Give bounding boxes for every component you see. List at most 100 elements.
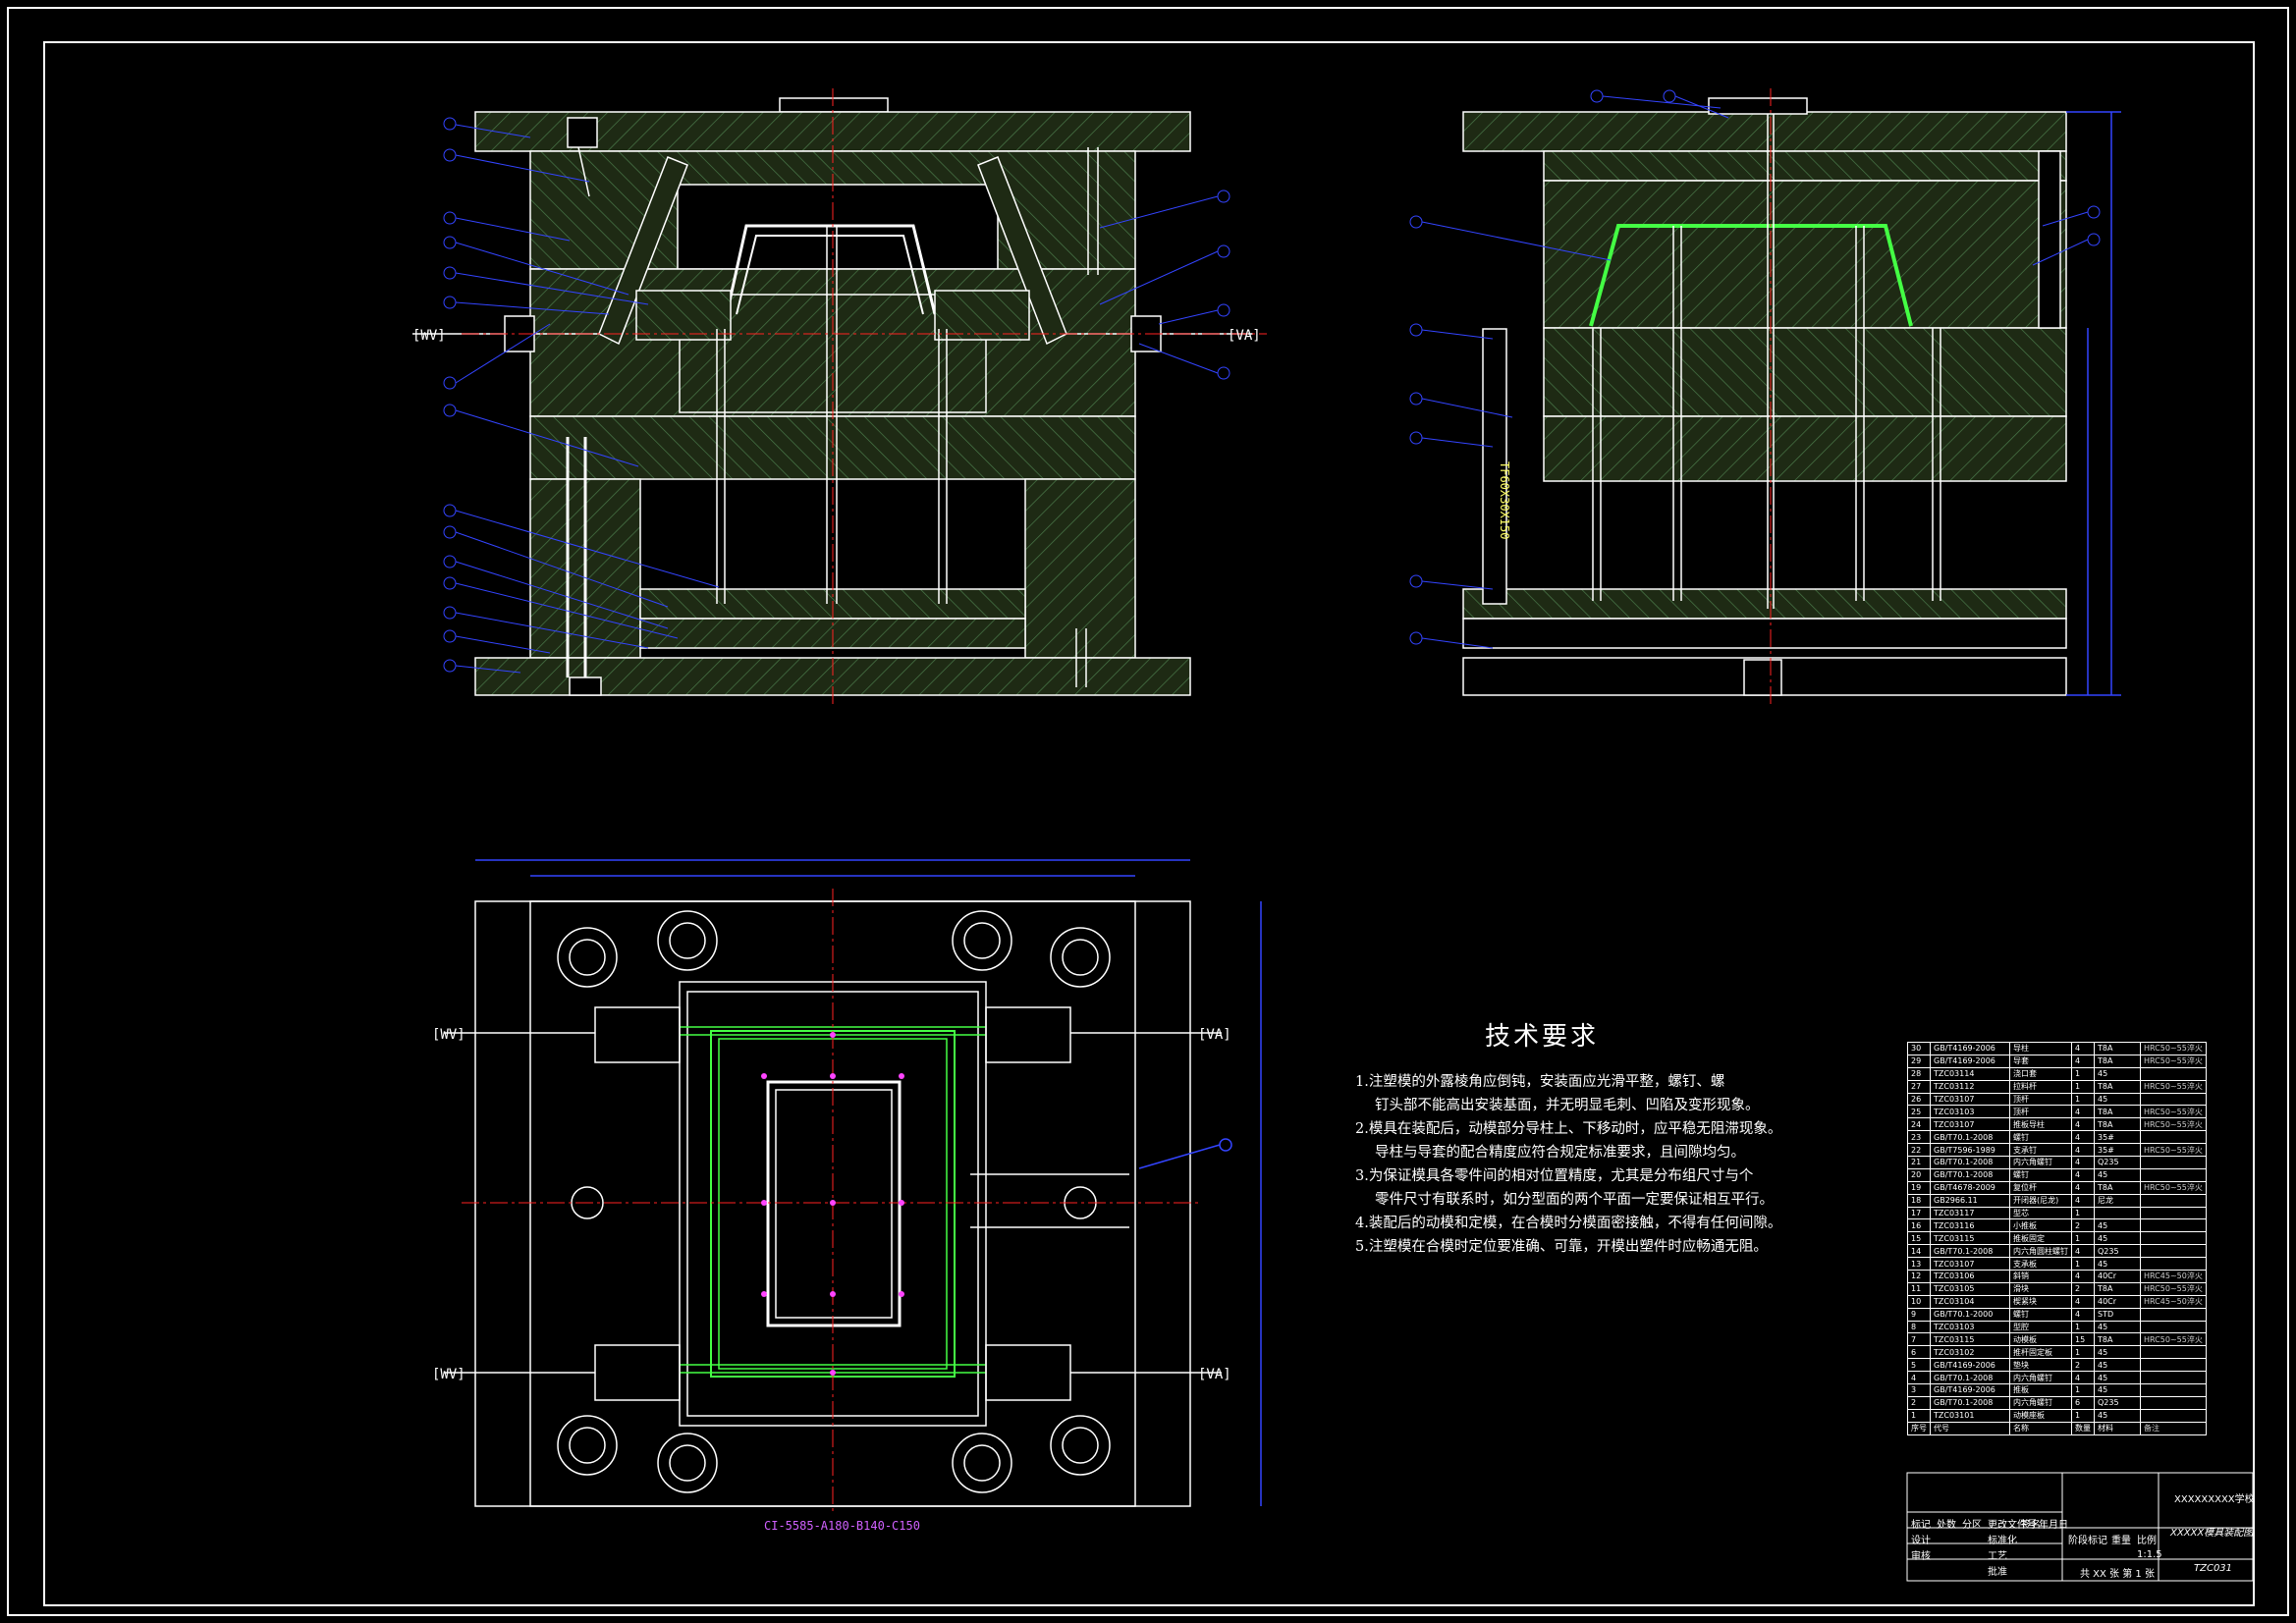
bom-cell-qty: 1 [2071, 1079, 2095, 1094]
bom-cell-qty: 1 [2071, 1231, 2095, 1246]
bom-cell-no: 9 [1907, 1307, 1931, 1322]
bom-cell-name: 楔紧块 [2009, 1294, 2072, 1309]
bom-cell-qty: 4 [2071, 1307, 2095, 1322]
bom-cell-note [2140, 1383, 2207, 1397]
bom-cell-mat: 40Cr [2094, 1270, 2141, 1283]
bom-cell-no: 26 [1907, 1092, 1931, 1107]
bom-cell-note: HRC50~55淬火 [2140, 1332, 2207, 1347]
bom-cell-mat: 45 [2094, 1218, 2141, 1233]
bom-cell-code: TZC03103 [1930, 1320, 2010, 1334]
bom-cell-mat: 45 [2094, 1408, 2141, 1423]
bom-cell-no: 8 [1907, 1320, 1931, 1334]
bom-cell-mat: 45 [2094, 1345, 2141, 1360]
tb-label-sign: 签名 [2021, 1520, 2041, 1531]
side-balloons [1409, 89, 2101, 649]
bom-cell-name: 螺钉 [2009, 1130, 2072, 1145]
bom-cell-mat [2094, 1206, 2141, 1220]
bom-cell-note [2140, 1408, 2207, 1423]
bom-cell-note [2140, 1167, 2207, 1182]
bom-cell-mat: T8A [2094, 1332, 2141, 1347]
bom-cell-name: 浇口套 [2009, 1066, 2072, 1081]
bom-cell-no: 18 [1907, 1193, 1931, 1208]
bom-cell-name: 动模板 [2009, 1332, 2072, 1347]
bom-cell-qty: 2 [2071, 1281, 2095, 1296]
bom-cell-note [2140, 1206, 2207, 1220]
bom-cell-mat: 45 [2094, 1167, 2141, 1182]
bom-cell-no: 14 [1907, 1244, 1931, 1259]
bom-cell-no: 15 [1907, 1231, 1931, 1246]
bom-cell-no: 13 [1907, 1257, 1931, 1271]
bom-cell-note: HRC50~55淬火 [2140, 1054, 2207, 1068]
bom-cell-name: 顶杆 [2009, 1105, 2072, 1119]
tb-label-zone: 分区 [1962, 1520, 1982, 1531]
bom-header-no: 序号 [1907, 1421, 1931, 1435]
bom-cell-name: 小推板 [2009, 1218, 2072, 1233]
bom-cell-no: 30 [1907, 1042, 1931, 1055]
bom-cell-code: GB/T7596-1989 [1930, 1143, 2010, 1158]
bom-cell-note [2140, 1218, 2207, 1233]
drawing-number: TZC031 [2194, 1563, 2233, 1574]
bom-cell-note: HRC45~50淬火 [2140, 1270, 2207, 1283]
bom-cell-qty: 4 [2071, 1180, 2095, 1195]
requirement-1-line-2: 钉头部不能高出安装基面，并无明显毛刺、凹陷及变形现象。 [1375, 1098, 1760, 1113]
bom-cell-code: GB/T4169-2006 [1930, 1042, 2010, 1055]
bom-cell-note [2140, 1371, 2207, 1385]
bom-cell-no: 11 [1907, 1281, 1931, 1296]
tb-label-change: 更改文件号 [1988, 1520, 2037, 1531]
bom-cell-mat: 45 [2094, 1383, 2141, 1397]
bom-cell-qty: 1 [2071, 1066, 2095, 1081]
bom-cell-code: TZC03107 [1930, 1117, 2010, 1132]
bom-cell-code: GB/T70.1-2008 [1930, 1156, 2010, 1169]
bom-header-name: 名称 [2009, 1421, 2072, 1435]
bom-cell-no: 5 [1907, 1358, 1931, 1373]
bom-cell-no: 4 [1907, 1371, 1931, 1385]
bom-header-row: 序号 代号 名称 数量 材料 备注 [1907, 1421, 2207, 1435]
bom-header-code: 代号 [1930, 1421, 2010, 1435]
bom-cell-name: 滑块 [2009, 1281, 2072, 1296]
plan-view [444, 859, 1262, 1512]
bom-cell-qty: 1 [2071, 1408, 2095, 1423]
sheet-count: 共 XX 张 第 1 张 [2080, 1569, 2155, 1580]
bom-cell-qty: 4 [2071, 1167, 2095, 1182]
bom-cell-mat: T8A [2094, 1281, 2141, 1296]
bom-cell-note [2140, 1244, 2207, 1259]
bom-cell-code: TZC03103 [1930, 1105, 2010, 1119]
bom-cell-name: 推板 [2009, 1383, 2072, 1397]
front-section-view [412, 88, 1267, 707]
bom-cell-mat: 45 [2094, 1066, 2141, 1081]
bom-cell-mat: 45 [2094, 1371, 2141, 1385]
bom-cell-name: 顶杆 [2009, 1092, 2072, 1107]
bom-cell-no: 22 [1907, 1143, 1931, 1158]
tb-label-approve: 批准 [1988, 1567, 2007, 1578]
bom-cell-mat: 45 [2094, 1257, 2141, 1271]
bom-cell-note [2140, 1257, 2207, 1271]
bom-cell-code: GB/T4169-2006 [1930, 1054, 2010, 1068]
bom-cell-qty: 4 [2071, 1294, 2095, 1309]
bom-cell-code: TZC03102 [1930, 1345, 2010, 1360]
bom-cell-code: TZC03116 [1930, 1218, 2010, 1233]
tb-label-stage: 阶段标记 [2068, 1536, 2107, 1546]
bom-cell-code: GB/T4169-2006 [1930, 1358, 2010, 1373]
bom-cell-code: GB2966.11 [1930, 1193, 2010, 1208]
bom-cell-no: 19 [1907, 1180, 1931, 1195]
requirement-5: 5.注塑模在合模时定位要准确、可靠，开模出塑件时应畅通无阻。 [1355, 1239, 1768, 1255]
bom-cell-name: 内六角螺钉 [2009, 1156, 2072, 1169]
plan-wedge-tr: [VA] [1198, 1027, 1231, 1043]
requirement-3-line-2: 零件尺寸有联系时，如分型面的两个平面一定要保证相互平行。 [1375, 1192, 1774, 1208]
bom-cell-mat: 45 [2094, 1092, 2141, 1107]
tb-label-date: 年月日 [2039, 1520, 2068, 1531]
bom-cell-note [2140, 1092, 2207, 1107]
bom-cell-name: 开闭器(尼龙) [2009, 1193, 2072, 1208]
